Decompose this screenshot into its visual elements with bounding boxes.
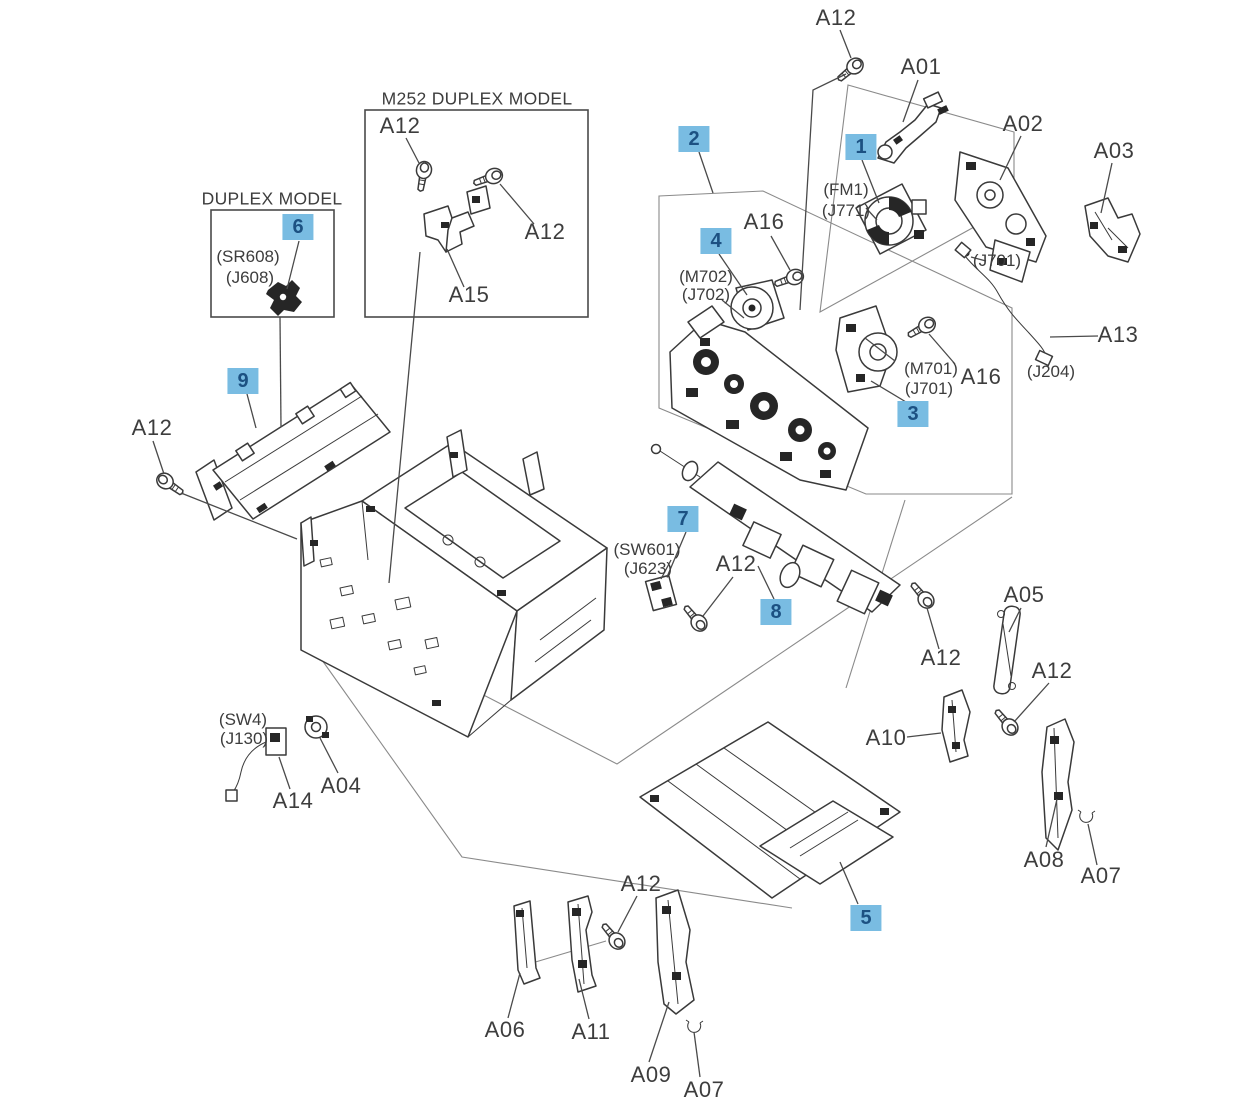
connector-label-j130: (J130) [219, 729, 269, 748]
connector-label-m702: (M702) [679, 267, 733, 286]
screw-a12-mid [678, 600, 711, 636]
bracket-a09 [655, 889, 695, 1015]
main-chassis [300, 429, 608, 738]
connector-label-sw601: (SW601) [613, 540, 681, 559]
motor-m701 [835, 305, 898, 393]
part-ref-label-a01: A01 [900, 54, 942, 79]
connector-label-j701: (J701) [972, 251, 1022, 270]
screw-a12-left [152, 469, 188, 501]
part-ref-label-a15: A15 [448, 282, 490, 307]
part-ref-label-a12: A12 [620, 871, 662, 896]
duplex-solenoid [266, 280, 302, 316]
screw-a12-brackets-right [989, 704, 1022, 740]
part-ref-label-a07: A07 [683, 1077, 725, 1102]
screw-a12-psu-right [905, 577, 938, 613]
part-ref-label-a12: A12 [920, 645, 962, 670]
group-box-title: M252 DUPLEX MODEL [381, 88, 573, 109]
connector-label-sr608: (SR608) [216, 247, 280, 266]
part-number-callout-4: 4 [700, 228, 732, 254]
part-ref-label-a07: A07 [1080, 863, 1122, 888]
part-ref-label-a12: A12 [815, 5, 857, 30]
part-ref-label-a02: A02 [1002, 111, 1044, 136]
bracket-a10 [941, 689, 971, 763]
part-ref-label-a12: A12 [1031, 658, 1073, 683]
part-ref-label-a06: A06 [484, 1017, 526, 1042]
part-ref-label-a12: A12 [379, 113, 421, 138]
part-ref-label-a08: A08 [1023, 847, 1065, 872]
clip-a07-bottom [685, 1019, 704, 1033]
part-ref-label-a12: A12 [715, 551, 757, 576]
group-box-title: DUPLEX MODEL [201, 188, 343, 209]
part-number-callout-2: 2 [678, 126, 710, 152]
connector-label-j702: (J702) [681, 285, 731, 304]
clip-a07-right [1077, 809, 1096, 823]
cartridge-fan [855, 183, 927, 255]
m252-duplex-parts [412, 159, 506, 253]
switch-sw601 [644, 574, 678, 612]
part-number-callout-5: 5 [850, 905, 882, 931]
connector-label-j608: (J608) [225, 268, 275, 287]
part-number-callout-9: 9 [227, 368, 259, 394]
switch-sw4 [225, 727, 287, 802]
part-ref-label-a16: A16 [960, 364, 1002, 389]
group-box-m252-duplex-model [364, 109, 589, 318]
part-ref-label-a09: A09 [630, 1062, 672, 1087]
cable-a13 [954, 241, 1054, 367]
part-ref-label-a03: A03 [1093, 138, 1135, 163]
link-a05 [993, 605, 1021, 695]
part-ref-label-a11: A11 [571, 1019, 611, 1044]
group-box-duplex-model [210, 209, 335, 318]
connector-label-j204: (J204) [1026, 362, 1076, 381]
part-ref-label-a12: A12 [524, 219, 566, 244]
part-ref-label-a12: A12 [131, 415, 173, 440]
drive-assembly-a02 [954, 151, 1047, 283]
motor-m702 [730, 279, 785, 331]
part-number-callout-1: 1 [845, 134, 877, 160]
part-ref-label-a13: A13 [1097, 322, 1139, 347]
part-ref-label-a04: A04 [320, 773, 362, 798]
connector-label-j701: (J701) [904, 379, 954, 398]
connector-label-j623: (J623) [623, 559, 673, 578]
arm-a01 [877, 91, 949, 164]
leader-lines [152, 29, 1113, 1078]
toner-tray [639, 721, 901, 899]
bracket-a03 [1084, 197, 1141, 263]
connector-label-j771: (J771) [821, 201, 871, 220]
connector-label-sw4: (SW4) [218, 710, 268, 729]
part-ref-label-a16: A16 [743, 209, 785, 234]
part-number-callout-3: 3 [897, 401, 929, 427]
part-number-callout-8: 8 [760, 599, 792, 625]
part-ref-label-a10: A10 [865, 725, 907, 750]
bracket-a06 [513, 900, 541, 985]
screw-a16-upper [771, 266, 807, 293]
part-number-callout-6: 6 [282, 214, 314, 240]
gear-plate-assembly [669, 305, 869, 491]
power-supply-assembly [650, 443, 901, 615]
connector-label-fm1: (FM1) [823, 180, 869, 199]
screw-a12-bottom [596, 918, 629, 954]
fuser-assembly [195, 381, 391, 521]
bracket-a08 [1041, 718, 1075, 851]
screw-a12-top [832, 54, 868, 87]
coupler-a04 [304, 715, 329, 739]
connector-label-m701: (M701) [904, 359, 958, 378]
part-ref-label-a14: A14 [272, 788, 314, 813]
part-number-callout-7: 7 [667, 506, 699, 532]
part-ref-label-a05: A05 [1003, 582, 1045, 607]
bracket-a11 [567, 895, 597, 993]
